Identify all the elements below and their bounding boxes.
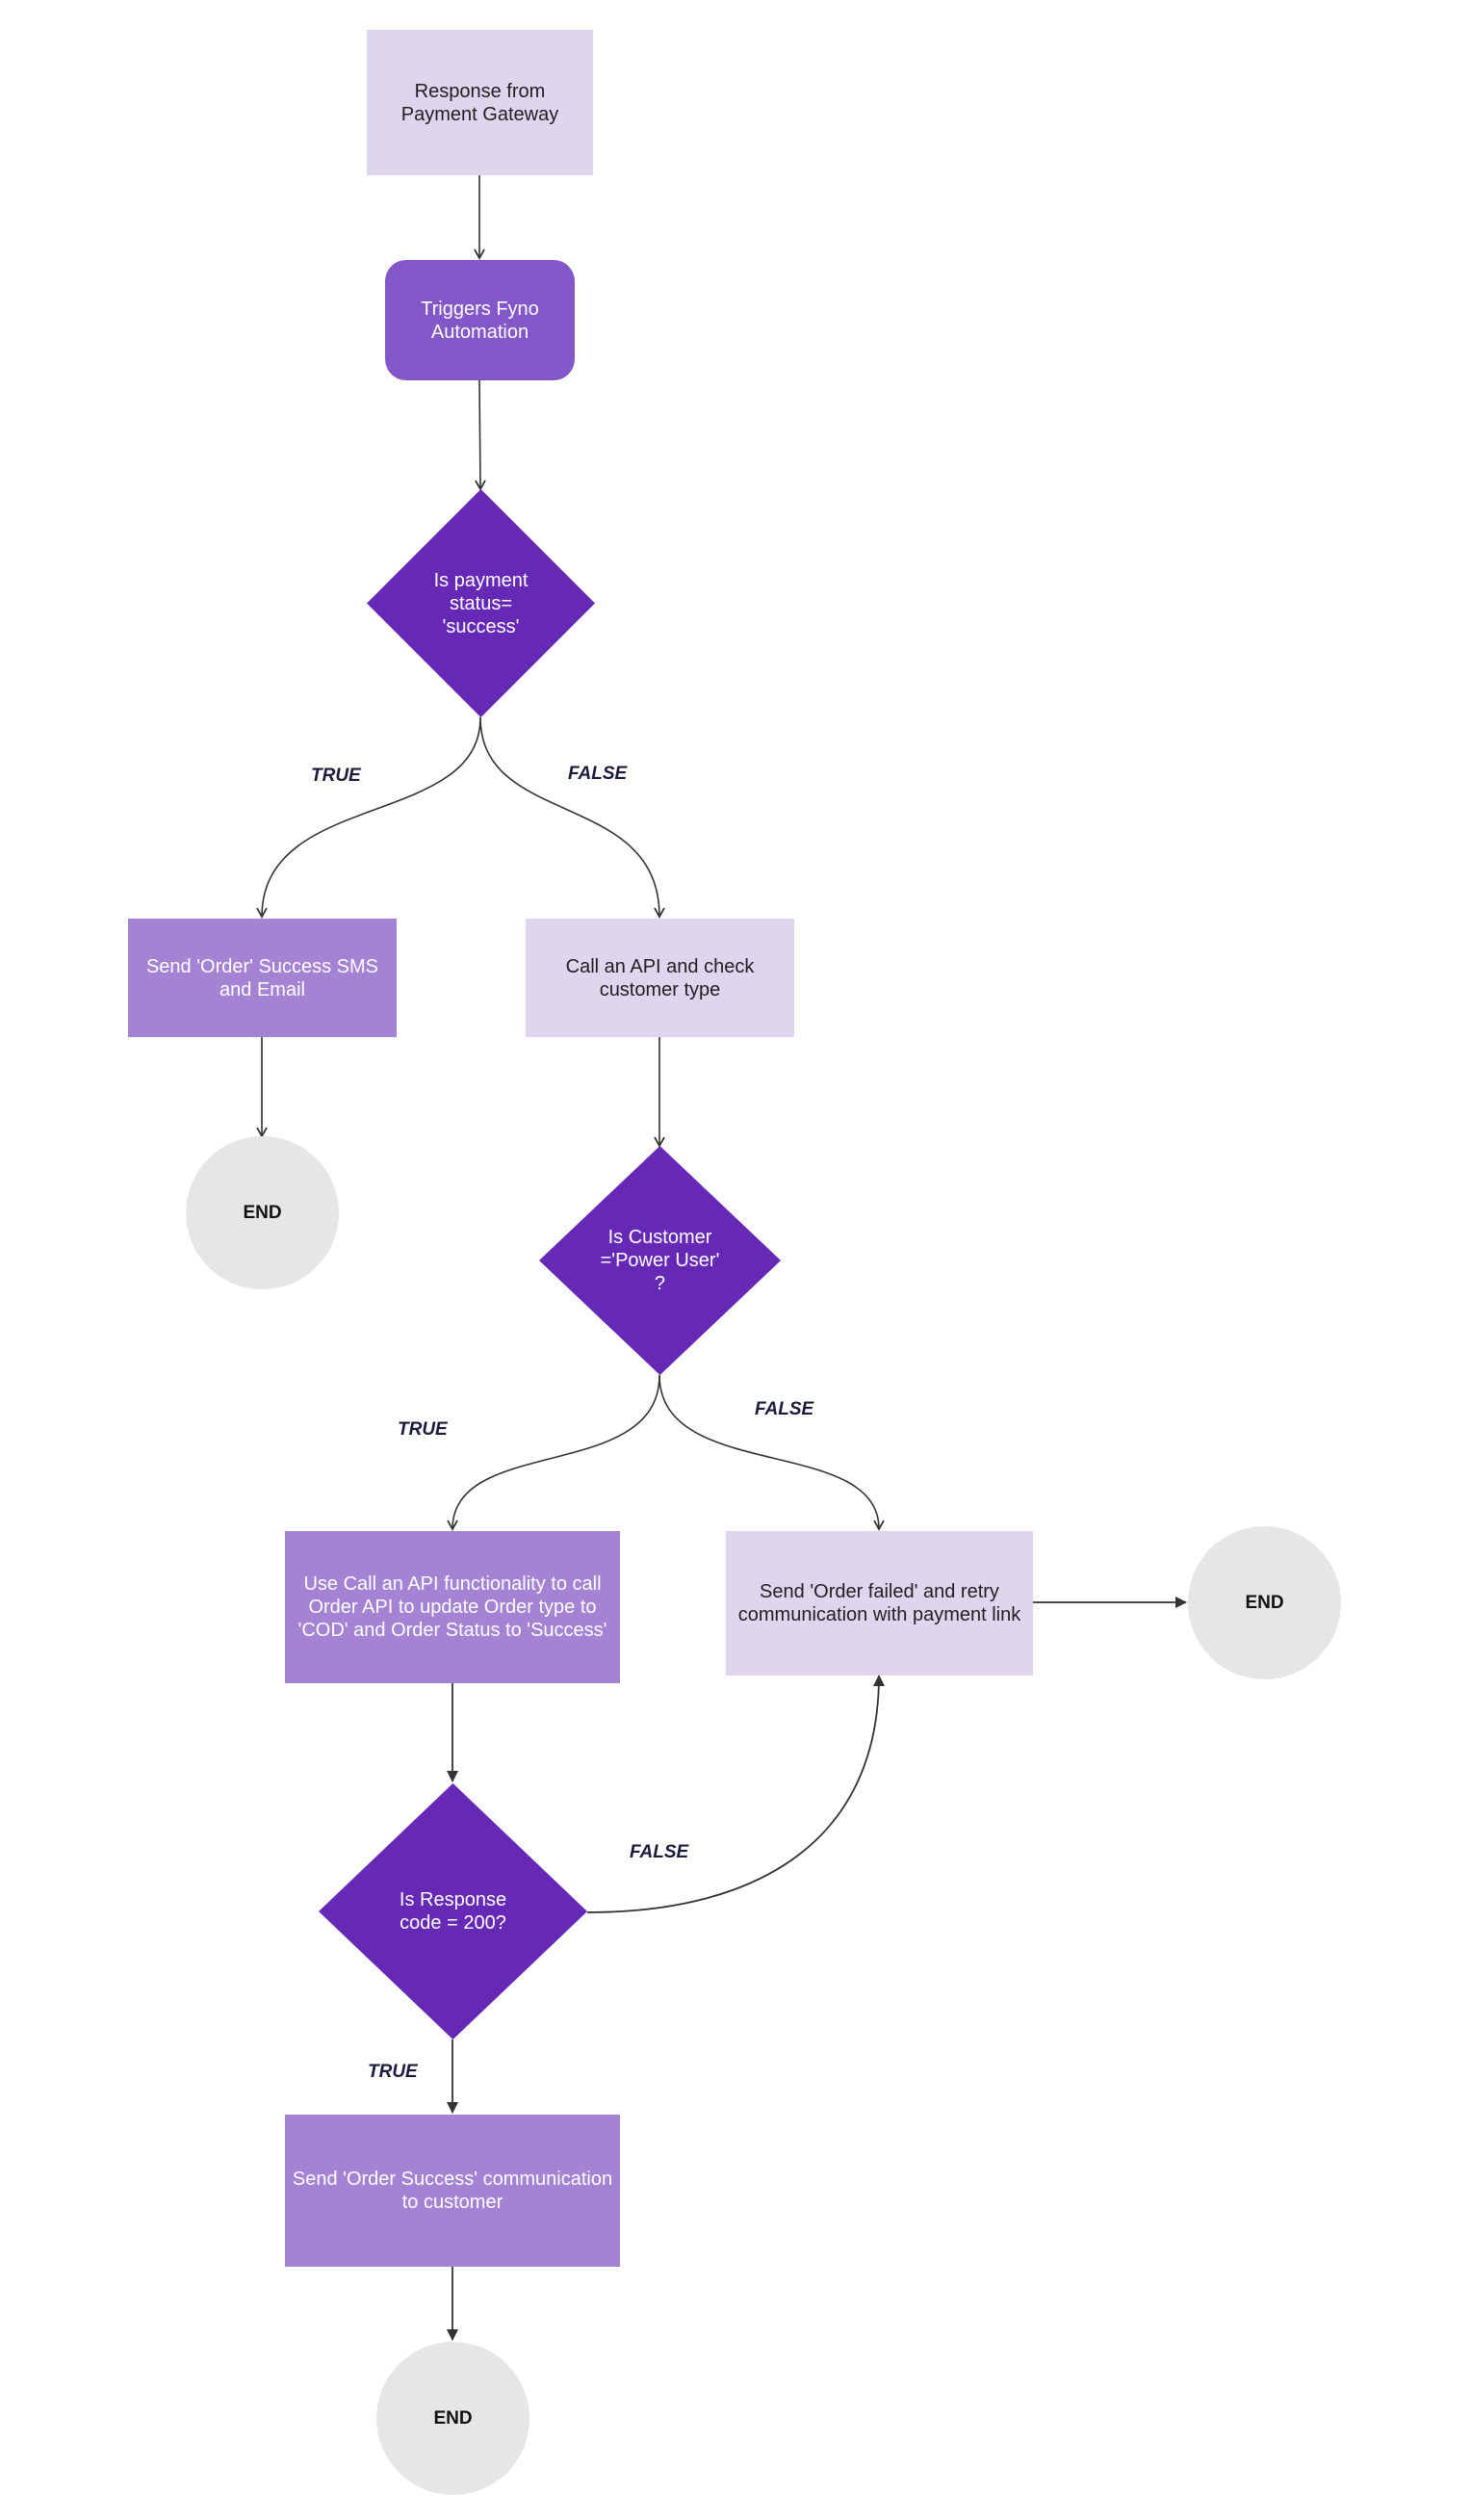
gateway-response-label: Response from Payment Gateway	[400, 80, 559, 125]
connector-payment-true	[256, 716, 481, 919]
api-check-customer-label: Call an API and check customer type	[565, 955, 755, 1000]
response-code-decision: Is Response code = 200?	[319, 1783, 587, 2039]
customer-false-label: FALSE	[755, 1399, 814, 1419]
payment-status-decision-label: Is payment status= 'success'	[433, 569, 529, 637]
end-node-3-label: END	[433, 2407, 473, 2429]
response-code-decision-label: Is Response code = 200?	[399, 1889, 507, 1934]
gateway-response-box: Response from Payment Gateway	[367, 30, 593, 175]
connector-fyno-to-payment-decision	[475, 379, 486, 491]
order-failed-retry-label: Send 'Order failed' and retry communicat…	[737, 1581, 1021, 1625]
payment-true-label: TRUE	[311, 766, 361, 786]
call-order-api-label: Use Call an API functionality to call Or…	[297, 1573, 607, 1641]
order-success-comm-label: Send 'Order Success' communication to cu…	[292, 2169, 613, 2213]
connector-payment-false	[479, 716, 665, 919]
api-check-customer-box: Call an API and check customer type	[526, 919, 794, 1037]
response-true-label: TRUE	[368, 2062, 418, 2082]
end-node-1: END	[186, 1136, 339, 1289]
customer-true-label: TRUE	[398, 1419, 448, 1440]
call-order-api-box: Use Call an API functionality to call Or…	[285, 1531, 620, 1683]
order-failed-retry-box: Send 'Order failed' and retry communicat…	[726, 1531, 1033, 1676]
end-node-2-label: END	[1245, 1592, 1284, 1613]
response-false-label: FALSE	[630, 1842, 689, 1862]
end-node-2: END	[1188, 1526, 1341, 1679]
payment-false-label: FALSE	[568, 764, 628, 784]
order-success-sms-label: Send 'Order' Success SMS and Email	[145, 955, 379, 1000]
connector-customer-false	[658, 1374, 885, 1531]
end-node-1-label: END	[243, 1202, 282, 1223]
connector-response-false	[586, 1675, 885, 1913]
end-node-3: END	[376, 2342, 529, 2495]
customer-type-decision-label: Is Customer ='Power User' ?	[600, 1227, 720, 1294]
fyno-trigger-box: Triggers Fyno Automation	[385, 260, 575, 380]
fyno-trigger-label: Triggers Fyno Automation	[421, 298, 539, 343]
order-success-comm-box: Send 'Order Success' communication to cu…	[285, 2115, 620, 2267]
connector-customer-true	[447, 1374, 660, 1531]
customer-type-decision: Is Customer ='Power User' ?	[539, 1146, 781, 1375]
payment-status-decision: Is payment status= 'success'	[367, 489, 595, 717]
order-success-sms-box: Send 'Order' Success SMS and Email	[128, 919, 397, 1037]
